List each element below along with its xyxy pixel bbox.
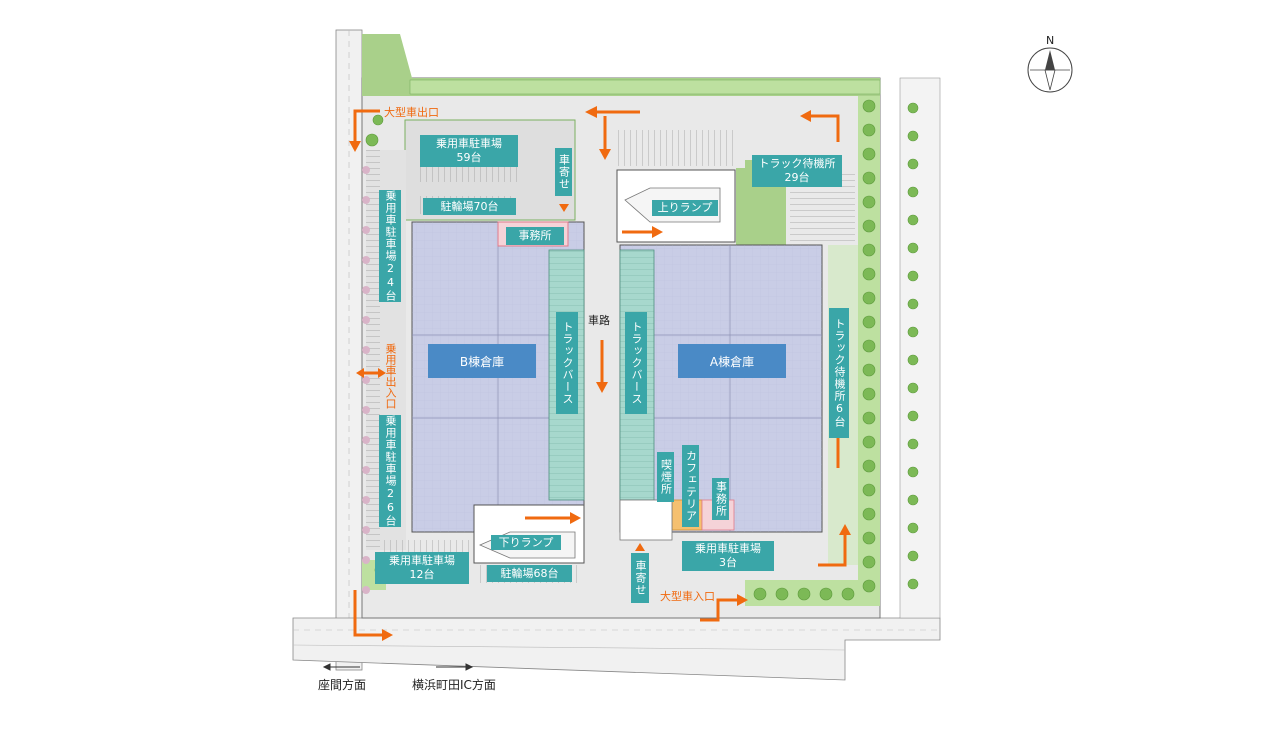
parking-26-label: 乗用車駐車場26台 [379, 415, 401, 527]
warehouse-a-label: A棟倉庫 [678, 344, 786, 378]
truck-wait-29-label: トラック待機所 29台 [752, 155, 842, 187]
large-exit-label: 大型車出口 [384, 106, 439, 119]
jimusho-top-label: 事務所 [506, 227, 564, 245]
kitsuen-label: 喫煙所 [657, 452, 674, 502]
compass-north: N [1046, 34, 1055, 47]
truck-wait-6-label: トラック待機所6台 [829, 308, 849, 438]
truck-berth-right-label: トラックバース [625, 312, 647, 414]
warehouse-b-label: B棟倉庫 [428, 344, 536, 378]
cafeteria-label: カフェテリア [682, 445, 699, 527]
bike-68-label: 駐輪場68台 [487, 565, 572, 582]
parking-3-label: 乗用車駐車場 3台 [682, 541, 774, 571]
truck-berth-left-label: トラックバース [556, 312, 578, 414]
kuruma-yose-top-label: 車寄せ [555, 148, 572, 196]
road-label: 車路 [588, 314, 610, 327]
parking-12-label: 乗用車駐車場 12台 [375, 552, 469, 584]
nobori-ramp-label: 上りランプ [652, 200, 718, 216]
bike-70-label: 駐輪場70台 [423, 198, 516, 215]
kuruma-yose-bottom-label: 車寄せ [631, 553, 649, 603]
car-inout-label: 乗用車出入口 [384, 343, 397, 409]
jimusho-bottom-label: 事務所 [712, 478, 729, 520]
parking-24-label: 乗用車駐車場24台 [379, 190, 401, 302]
direction-zama-label: 座間方面 [318, 678, 367, 692]
kudari-ramp-label: 下りランプ [491, 535, 561, 550]
parking-59-label: 乗用車駐車場 59台 [420, 135, 518, 167]
large-entrance-label: 大型車入口 [660, 590, 715, 603]
compass-icon [1027, 47, 1073, 93]
direction-yokohama-label: 横浜町田IC方面 [412, 678, 496, 692]
